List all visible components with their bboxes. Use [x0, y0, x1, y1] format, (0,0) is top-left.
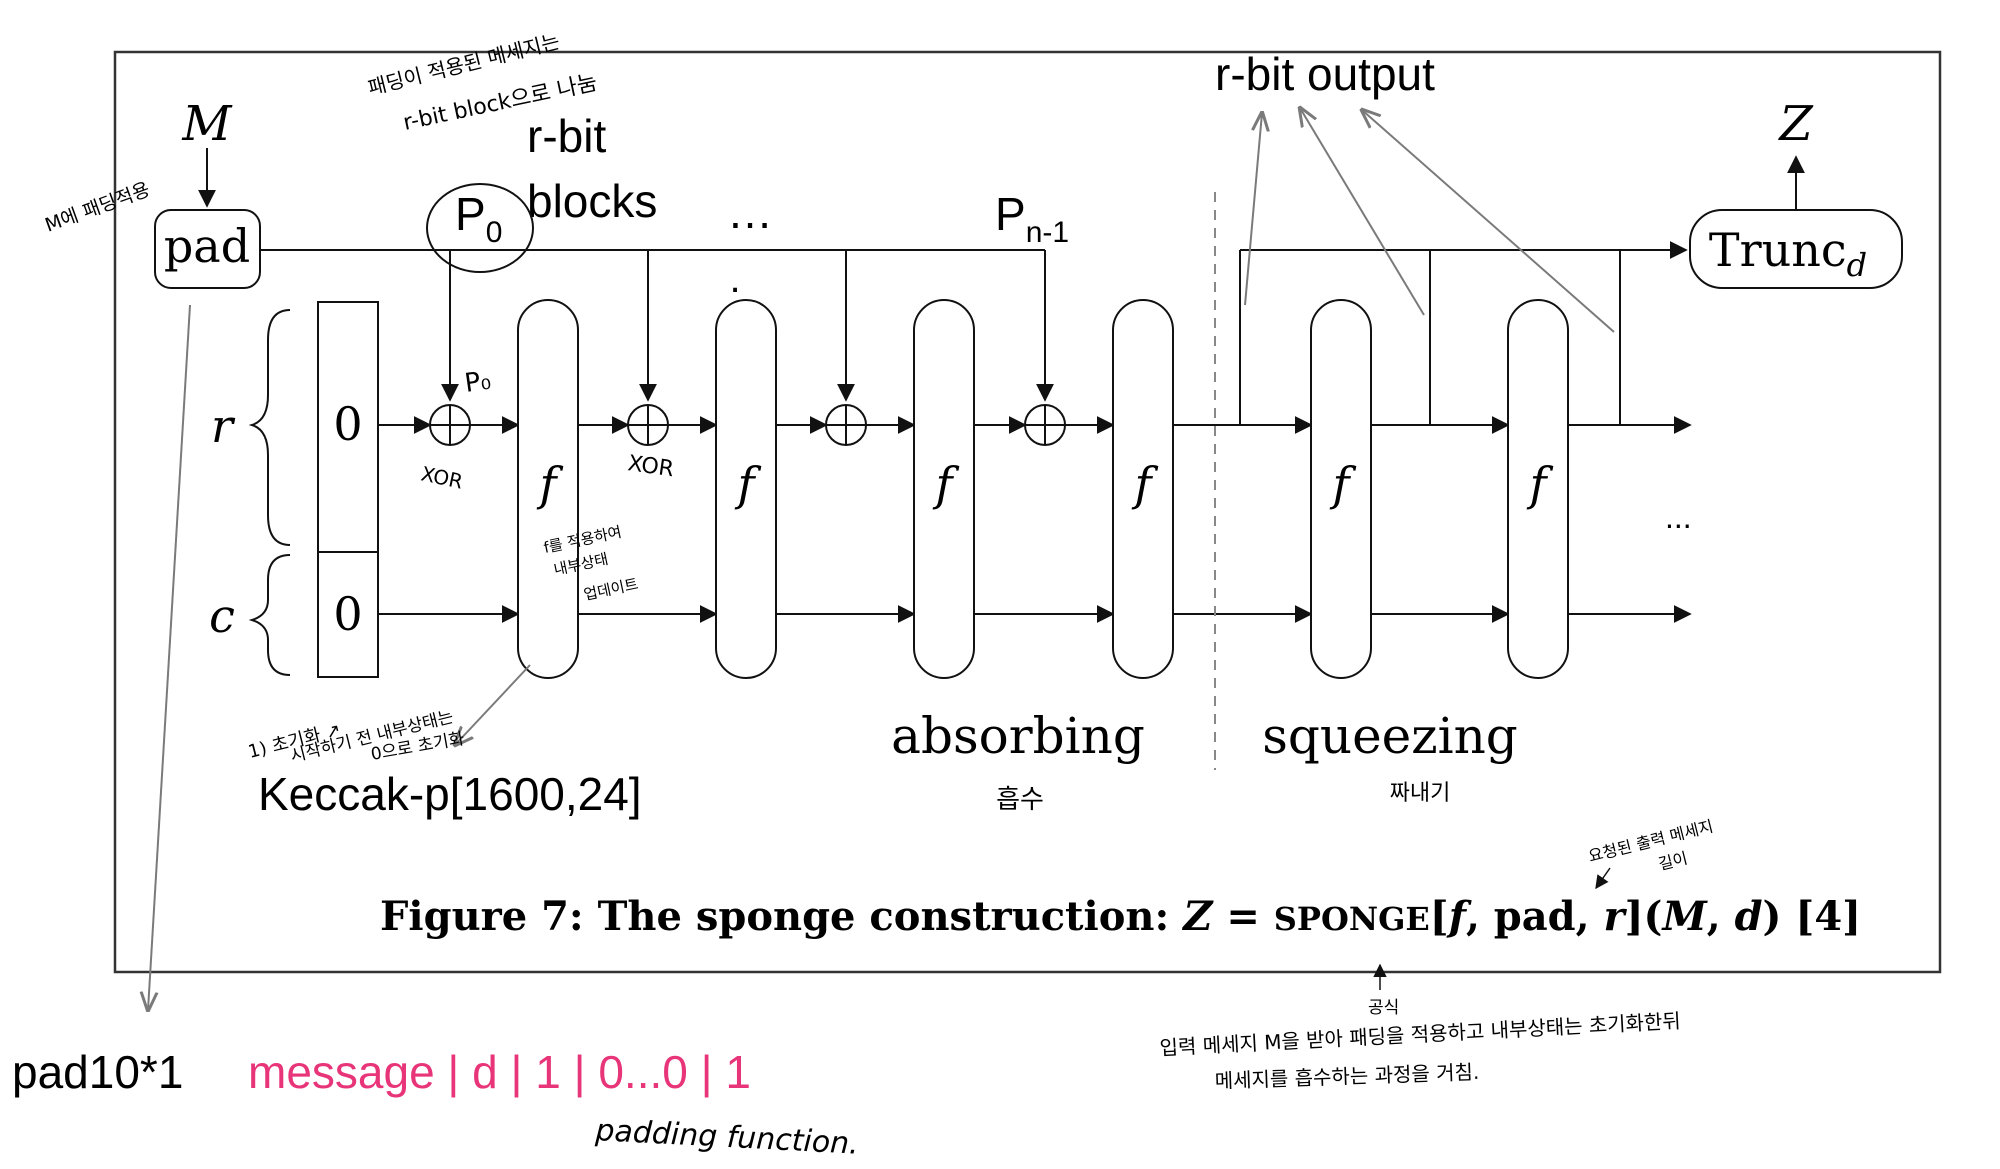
trunc-subscript: d: [1847, 246, 1867, 284]
absorbing-label: absorbing: [891, 707, 1145, 765]
r-brace: [248, 309, 291, 546]
output-z-label: Z: [1777, 96, 1814, 152]
trunc-label: Truncd: [1709, 223, 1867, 284]
keccak-arrow: [455, 664, 531, 745]
pad-label: pad: [164, 219, 250, 273]
f-box-3: f: [1112, 299, 1174, 679]
p0-label: P0: [455, 188, 502, 249]
absorb-ko-note: 흡수: [996, 785, 1044, 815]
xor-node-3: [1024, 404, 1066, 446]
xor-node-2: [825, 404, 867, 446]
length-note-arrow: [1595, 867, 1611, 890]
state-box-r: [317, 301, 379, 553]
xor-node-0: [429, 404, 471, 446]
pad-formula-arrow: [148, 304, 191, 1010]
rbit-output-arrow-0: [1244, 113, 1262, 306]
f-note-line3: 업데이트: [582, 575, 640, 604]
ellipsis-top: …: [727, 186, 773, 238]
pn1-label: Pn-1: [995, 188, 1069, 249]
f-box-4: f: [1310, 299, 1372, 679]
input-m-label: M: [181, 96, 233, 152]
squeezing-label: squeezing: [1262, 707, 1518, 765]
c-brace: [248, 554, 291, 676]
bottom-note-line2: 메세지를 흡수하는 과정을 거침.: [1214, 1060, 1479, 1093]
c-label: c: [209, 589, 235, 643]
ellipsis-right: ...: [1665, 499, 1692, 535]
rbit-output-arrow-2: [1362, 110, 1615, 333]
xor-note-0: XOR: [419, 461, 465, 493]
rbit-output-arrow-1: [1300, 108, 1425, 316]
f-box-1: f: [715, 299, 777, 679]
pad-formula-value: message | d | 1 | 0...0 | 1: [248, 1046, 751, 1098]
padding-function-note: padding function.: [594, 1113, 860, 1162]
xor-node-1: [627, 404, 669, 446]
rbit-output-label: r-bit output: [1215, 48, 1435, 100]
figure-frame: [113, 50, 1942, 974]
state-r-value: 0: [333, 397, 362, 451]
keccak-label: Keccak-p[1600,24]: [258, 768, 642, 820]
m-padding-note: M에 패딩적용: [42, 178, 153, 236]
figure-caption: Figure 7: The sponge construction: Z = S…: [380, 893, 1861, 940]
rbit-blocks-line2: blocks: [527, 175, 657, 227]
pad-formula-name: pad10*1: [12, 1046, 183, 1098]
p0-small-note: P₀: [463, 366, 493, 399]
f-box-0: f: [517, 299, 579, 679]
ellipsis-dot: .: [729, 257, 740, 301]
state-c-value: 0: [333, 587, 362, 641]
length-note-line1: 요청된 출력 메세지: [1586, 816, 1715, 865]
bottom-note-line1: 입력 메세지 M을 받아 패딩을 적용하고 내부상태는 초기화한뒤: [1159, 1009, 1681, 1060]
f-box-2: f: [913, 299, 975, 679]
formula-note: 공식: [1368, 998, 1399, 1018]
xor-note-1: XOR: [626, 451, 675, 482]
p0-circle-mark: [426, 183, 534, 273]
f-box-5: f: [1507, 299, 1569, 679]
length-note-line2: 길이: [1656, 848, 1689, 874]
rbit-blocks-line1: r-bit: [527, 110, 606, 162]
r-label: r: [211, 399, 236, 453]
squeeze-ko-note: 짜내기: [1390, 781, 1451, 806]
